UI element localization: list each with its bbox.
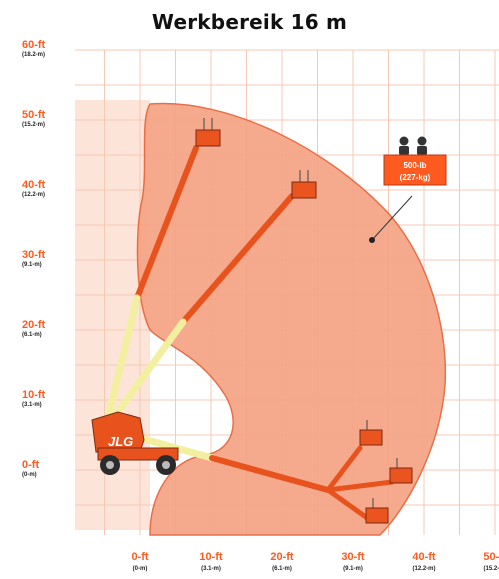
basket-mid bbox=[291, 170, 317, 199]
two-persons-icon bbox=[399, 136, 427, 155]
x-tick-sublabel: (6.1-m) bbox=[272, 566, 292, 572]
x-tick-label: 30-ft bbox=[341, 551, 365, 563]
y-tick-sublabel: (3.1-m) bbox=[22, 402, 42, 408]
callout-leader bbox=[371, 195, 413, 241]
y-tick-sublabel: (18.2-m) bbox=[22, 52, 45, 58]
y-tick-label: 20-ft bbox=[22, 319, 46, 331]
basket-low-2 bbox=[389, 458, 413, 484]
y-tick-sublabel: (9.1-m) bbox=[22, 262, 42, 268]
capacity-badge: 500-lb (227-kg) bbox=[383, 136, 447, 186]
x-tick-sublabel: (15.2-m) bbox=[483, 566, 499, 572]
y-tick-label: 50-ft bbox=[22, 109, 46, 121]
x-tick-sublabel: (12.2-m) bbox=[412, 566, 435, 572]
x-tick-label: 10-ft bbox=[199, 551, 223, 563]
y-tick-sublabel: (12.2-m) bbox=[22, 192, 45, 198]
y-tick-sublabel: (15.2-m) bbox=[22, 122, 45, 128]
upper-boom-3 bbox=[209, 455, 331, 493]
machine-base: JLG bbox=[91, 411, 179, 475]
lower-boom-1 bbox=[104, 294, 141, 422]
capacity-weight-kg: (227-kg) bbox=[400, 173, 431, 182]
y-tick-label: 60-ft bbox=[22, 39, 46, 51]
lower-boom-2 bbox=[108, 318, 187, 424]
x-tick-label: 40-ft bbox=[412, 551, 436, 563]
y-tick-sublabel: (0-m) bbox=[22, 472, 37, 478]
jib-3a bbox=[325, 445, 363, 493]
x-tick-sublabel: (9.1-m) bbox=[343, 566, 363, 572]
callout-dot bbox=[369, 237, 375, 243]
x-tick-label: 20-ft bbox=[270, 551, 294, 563]
y-tick-label: 40-ft bbox=[22, 179, 46, 191]
jib-3c bbox=[325, 487, 373, 523]
y-axis-labels: 0-ft(0-m) 10-ft(3.1-m) 20-ft(6.1-m) 30-ft(9… bbox=[22, 39, 46, 478]
x-tick-label: 0-ft bbox=[131, 551, 148, 563]
x-axis-labels: 0-ft (0-m) 10-ft (3.1-m) 20-ft (6.1-m) 30-ft (9… bbox=[131, 551, 499, 572]
upper-boom-1 bbox=[134, 145, 199, 301]
machine-brand: JLG bbox=[108, 434, 133, 449]
diagram-title: Werkbereik 16 m bbox=[151, 10, 348, 34]
upper-boom-2 bbox=[180, 193, 295, 325]
y-tick-label: 10-ft bbox=[22, 389, 46, 401]
x-tick-sublabel: (3.1-m) bbox=[201, 566, 221, 572]
basket-low-3 bbox=[365, 498, 389, 524]
x-tick-label: 50-ft bbox=[483, 551, 499, 563]
y-tick-label: 0-ft bbox=[22, 459, 39, 471]
y-tick-label: 30-ft bbox=[22, 249, 46, 261]
working-envelope bbox=[136, 102, 447, 536]
y-tick-sublabel: (6.1-m) bbox=[22, 332, 42, 338]
x-tick-sublabel: (0-m) bbox=[133, 566, 148, 572]
capacity-weight-lb: 500-lb bbox=[403, 161, 426, 170]
basket-top bbox=[195, 118, 221, 147]
jib-3b bbox=[325, 479, 395, 493]
basket-low-1 bbox=[359, 420, 383, 446]
